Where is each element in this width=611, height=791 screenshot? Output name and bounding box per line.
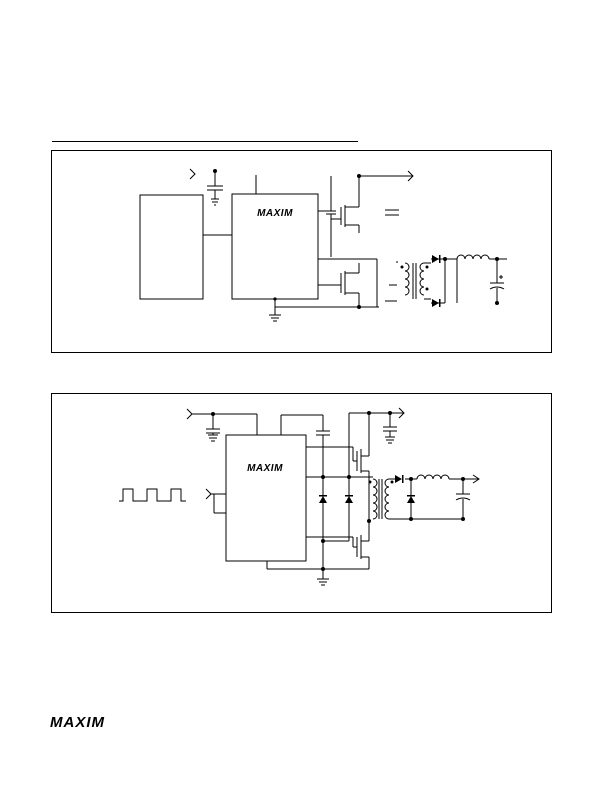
output-diode-series <box>395 475 402 483</box>
controller-block <box>139 194 204 300</box>
schematic-forward-converter: MAXIM <box>139 168 507 322</box>
clamp-diode-right <box>345 496 353 503</box>
rectifier-diode-top <box>432 255 439 263</box>
ic-logo-text: MAXIM <box>257 208 293 219</box>
clock-waveform <box>119 488 186 502</box>
driver-ic-block <box>225 434 307 562</box>
clamp-diode-left <box>319 496 327 503</box>
figure-half-bridge-converter: MAXIM <box>51 393 552 613</box>
ic-logo-text: MAXIM <box>247 463 283 474</box>
output-diode-shunt <box>407 496 415 503</box>
schematic-half-bridge-converter: MAXIM <box>119 407 480 586</box>
logo-text: MAXIM <box>50 714 105 730</box>
maxim-logo: MAXIM <box>50 714 130 735</box>
section-heading-rule <box>52 141 358 142</box>
figure-forward-converter: MAXIM <box>51 150 552 353</box>
rectifier-diode-bottom <box>432 299 439 307</box>
